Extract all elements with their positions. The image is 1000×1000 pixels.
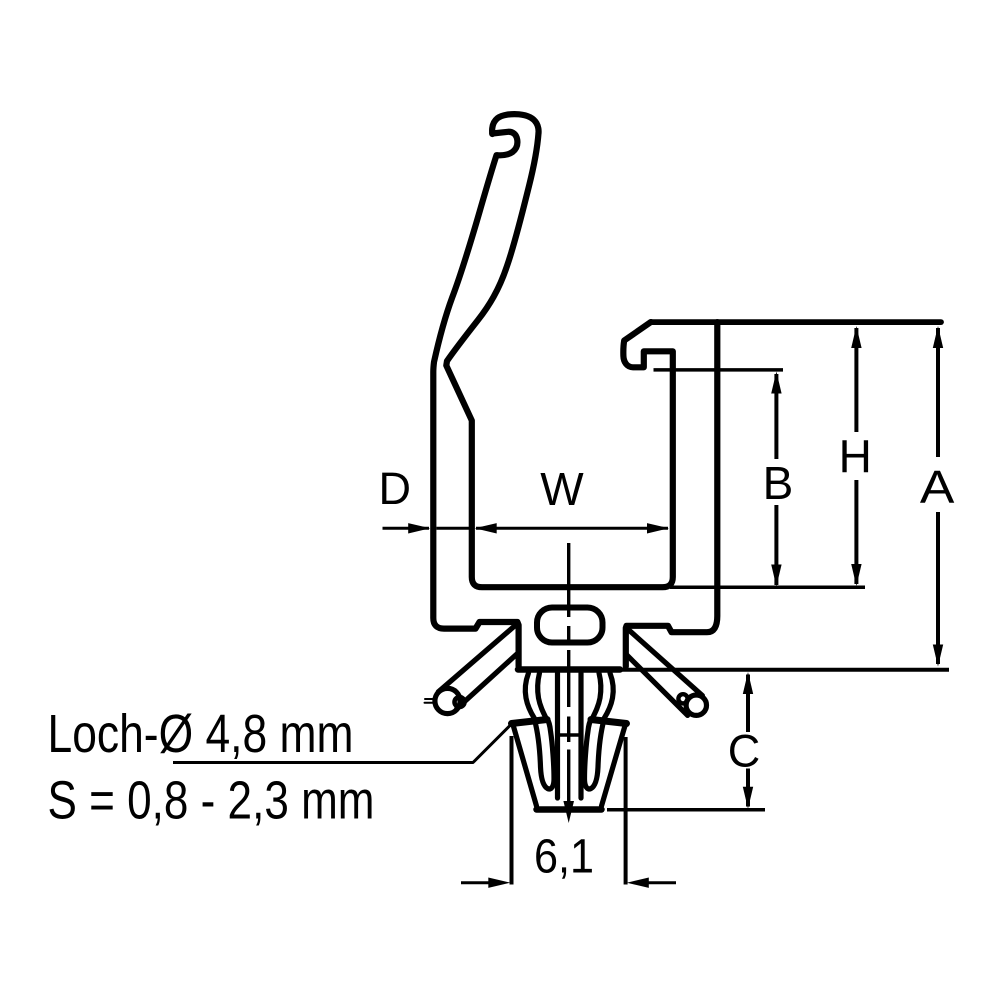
svg-text:Loch-Ø 4,8 mm: Loch-Ø 4,8 mm	[48, 704, 354, 764]
svg-text:B: B	[763, 457, 794, 509]
svg-text:6,1: 6,1	[534, 831, 594, 884]
svg-text:C: C	[728, 726, 761, 777]
svg-text:S = 0,8 - 2,3 mm: S = 0,8 - 2,3 mm	[48, 770, 375, 830]
svg-text:H: H	[839, 431, 872, 483]
svg-text:A: A	[920, 461, 955, 513]
svg-text:D: D	[379, 463, 412, 514]
svg-text:W: W	[540, 463, 584, 515]
